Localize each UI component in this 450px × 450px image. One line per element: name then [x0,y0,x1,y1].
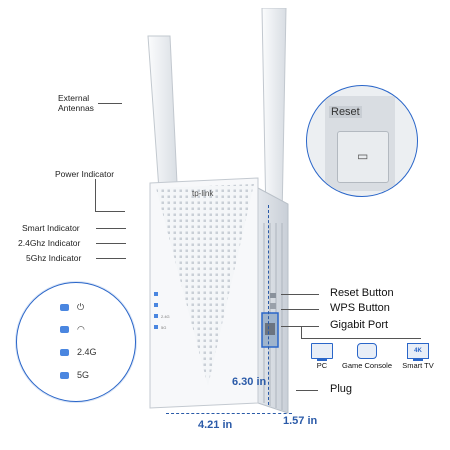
range-extender-device: tp-link 2.4G 5G [147,8,289,414]
right-antenna [261,8,287,219]
led-inset-circle [16,282,136,402]
led-label-24g: 2.4G [77,347,97,357]
device-smart-tv-label: Smart TV [402,361,434,370]
led-small-label-24g: 2.4G [161,314,170,319]
label-gigabit-port: Gigabit Port [330,319,389,331]
dimension-height: 6.30 in [232,376,267,388]
leader-24ghz [96,243,126,244]
pc-icon [311,343,333,359]
label-external-antennas: External Antennas [58,93,94,113]
power-icon: ⏻ [77,302,85,312]
led-small-label-5g: 5G [161,325,166,330]
dimension-width-line [166,413,260,415]
label-smart-indicator: Smart Indicator [22,223,80,233]
tv-icon-stand [413,359,423,361]
led-light [60,371,69,379]
led-inset-row-smart: ◠ [60,324,85,335]
reset-inset-label: Reset [329,106,362,118]
leader-gigabit [281,326,319,327]
perforated-triangle [156,184,254,386]
leader-smart [96,228,126,229]
leader-wps [281,309,319,310]
leader-power-h [95,211,125,212]
led-power [154,292,158,296]
dimension-depth: 1.57 in [283,415,318,427]
pc-icon-stand [317,359,327,361]
led-inset-row-power: ⏻ [60,302,84,313]
leader-gigabit-v [301,326,302,338]
label-power-indicator: Power Indicator [55,169,115,179]
led-label-5g: 5G [77,370,90,380]
device-pc-label: PC [316,361,328,370]
led-smart [154,303,158,307]
device-pc: PC [302,343,342,370]
brand-logo: tp-link [192,189,214,198]
led-inset-row-24g: 2.4G [60,347,97,357]
leader-devices [301,338,421,339]
label-5ghz-indicator: 5Ghz Indicator [26,253,82,263]
led-5g [154,325,158,329]
device-game-console: Game Console [337,343,397,370]
label-wps-button: WPS Button [330,302,390,314]
leader-reset [281,294,319,295]
label-plug: Plug [330,383,353,395]
leader-5ghz [96,258,126,259]
ethernet-jack [265,323,275,335]
led-24g [154,314,158,318]
led-inset-row-5g: 5G [60,370,89,380]
leader-plug [296,390,318,391]
lock-icon: ▭ [357,149,369,163]
label-reset-button: Reset Button [330,287,394,299]
device-smart-tv: 4K Smart TV [388,343,448,370]
led-light [60,304,69,311]
wps-button-side [270,303,276,309]
reset-button-side [270,293,276,298]
device-game-console-label: Game Console [341,361,393,370]
leader-antennas [98,103,122,104]
reset-inset-circle: Reset ▭ [306,85,418,197]
dimension-height-line [268,205,270,405]
dimension-depth-line [262,413,292,415]
tv-icon: 4K [407,343,429,359]
reset-inset-button: ▭ [337,131,389,183]
leader-power-v [95,179,96,211]
left-antenna [147,35,179,205]
label-24ghz-indicator: 2.4Ghz Indicator [18,238,81,248]
dimension-width: 4.21 in [198,419,233,431]
game-console-icon [357,343,377,359]
led-light [60,348,69,356]
led-light [60,326,69,333]
wifi-icon: ◠ [77,324,85,334]
